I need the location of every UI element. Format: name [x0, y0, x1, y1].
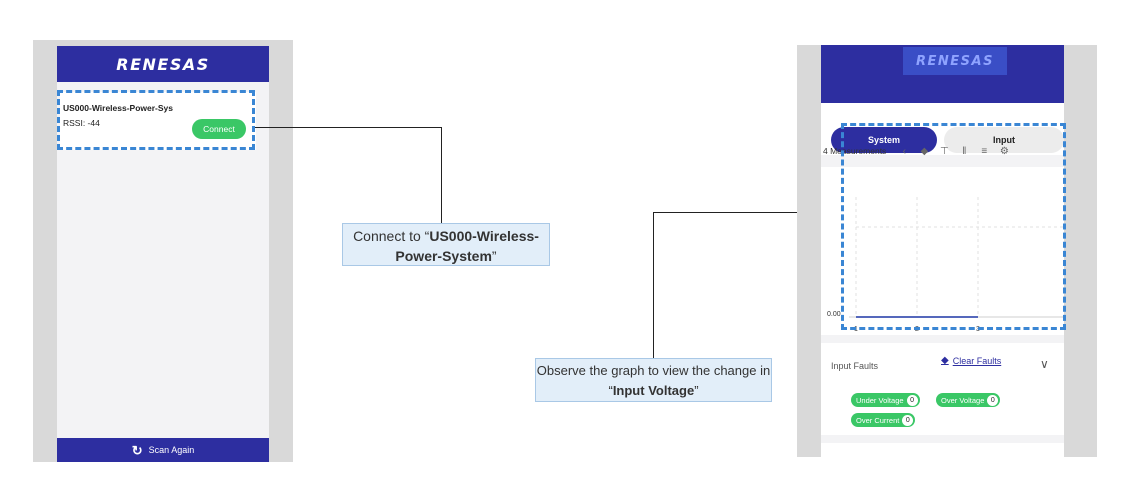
callout-text: Connect to “: [353, 228, 430, 244]
chart-highlight-box: [841, 123, 1066, 330]
device-list-screen: RENESAS US000-Wireless-Power-Sys RSSI: -…: [57, 46, 269, 462]
scan-again-label: Scan Again: [148, 445, 195, 455]
fault-label: Over Current: [856, 415, 900, 425]
pause-icon[interactable]: ‖: [962, 145, 967, 157]
connect-callout: Connect to “US000-Wireless-Power-System”: [342, 223, 550, 266]
connector-line: [255, 127, 442, 128]
connector-line: [653, 212, 654, 358]
text-icon[interactable]: ⊤: [939, 145, 949, 157]
device-highlight-box: [57, 90, 255, 150]
input-faults-card: Input Faults ◆ Clear Faults ∨ Under Volt…: [821, 343, 1064, 435]
connect-button[interactable]: Connect: [192, 119, 246, 139]
tab-bar: System Input: [821, 103, 1064, 155]
clear-faults-link[interactable]: ◆ Clear Faults: [941, 355, 1001, 366]
clear-faults-label: Clear Faults: [952, 355, 1002, 366]
fault-badge: Over Voltage 0: [936, 393, 1001, 407]
callout-text: ”: [491, 248, 497, 264]
scan-again-button[interactable]: ↻ Scan Again: [57, 438, 269, 462]
tab-system[interactable]: System: [831, 127, 937, 153]
fault-count: 0: [987, 394, 999, 406]
connector-line: [653, 212, 831, 213]
next-card: [821, 443, 1064, 457]
callout-text: ”: [694, 383, 699, 398]
left-phone-frame: RENESAS US000-Wireless-Power-Sys RSSI: -…: [33, 40, 293, 462]
logo-box: RENESAS: [903, 47, 1007, 75]
refresh-icon: ↻: [131, 442, 143, 458]
dashboard-screen: RENESAS System Input 0.00123Input Voltag…: [821, 45, 1064, 457]
device-name: US000-Wireless-Power-Sys: [63, 103, 174, 113]
settings-icon[interactable]: ⚙: [999, 145, 1009, 157]
connector-line: [441, 127, 442, 223]
fault-badge: Over Current 0: [851, 413, 916, 427]
fault-badge: Under Voltage 0: [851, 393, 920, 407]
tab-input[interactable]: Input: [944, 127, 1064, 153]
fault-count: 0: [902, 414, 914, 426]
app-header: RENESAS: [57, 46, 269, 82]
faults-title: Input Faults: [831, 361, 879, 371]
chevron-down-icon[interactable]: ∨: [1040, 357, 1049, 371]
share-icon[interactable]: ‹: [902, 145, 906, 157]
device-rssi: RSSI: -44: [63, 118, 100, 128]
fault-label: Under Voltage: [856, 395, 904, 405]
device-card[interactable]: US000-Wireless-Power-Sys RSSI: -44 Conne…: [60, 92, 256, 150]
list-icon[interactable]: ≡: [981, 145, 988, 157]
app-header: RENESAS: [821, 45, 1064, 103]
renesas-logo: RENESAS: [916, 53, 994, 69]
callout-text: Observe the graph to view the change in …: [536, 363, 771, 398]
right-phone-frame: RENESAS System Input 0.00123Input Voltag…: [797, 45, 1097, 457]
fault-label: Over Voltage: [941, 395, 985, 405]
y-tick-label: 0.00: [827, 311, 841, 318]
callout-bold: US000-Wireless-Power-System: [395, 228, 539, 264]
eraser-icon[interactable]: ◆: [920, 145, 929, 157]
measurement-count: 4 Measurements: [823, 146, 887, 156]
fault-count: 0: [906, 394, 918, 406]
observe-callout: Observe the graph to view the change in …: [535, 358, 772, 402]
eraser-icon: ◆: [941, 355, 949, 366]
chart-toolbar: 4 Measurements ‹ ◆ ⊤ ‖ ≡ ⚙: [823, 143, 1063, 159]
renesas-logo: RENESAS: [116, 54, 210, 74]
callout-bold: Input Voltage: [612, 383, 695, 398]
